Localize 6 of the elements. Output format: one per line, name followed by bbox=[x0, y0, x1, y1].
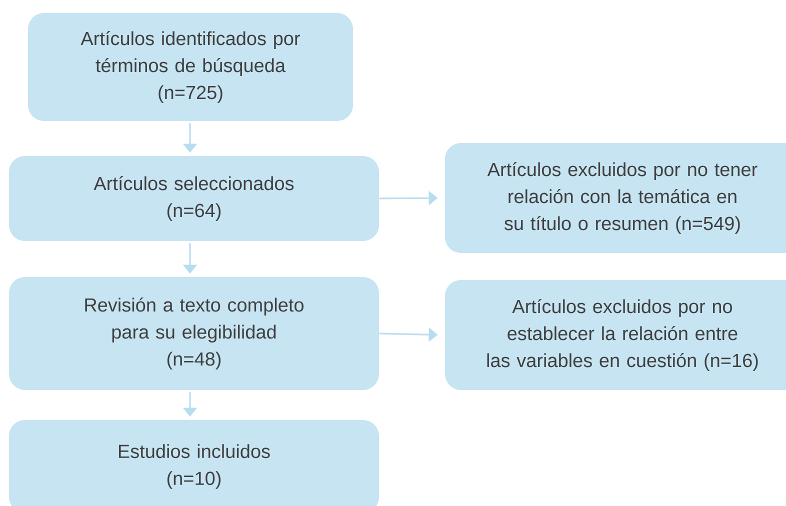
process-box: Artículos identificados por términos de búsqueda (n=725) bbox=[28, 13, 353, 121]
process-box: Artículos excluidos por no tener relación con la temática en su título o resumen (n=549) bbox=[445, 143, 786, 253]
process-box: Estudios incluidos (n=10) bbox=[9, 420, 379, 506]
process-box: Artículos seleccionados (n=64) bbox=[9, 156, 379, 241]
process-box: Artículos excluidos por no establecer la relación entre las variables en cuestión (n=16) bbox=[445, 280, 786, 390]
process-box: Revisión a texto completo para su elegibilidad (n=48) bbox=[9, 277, 379, 390]
